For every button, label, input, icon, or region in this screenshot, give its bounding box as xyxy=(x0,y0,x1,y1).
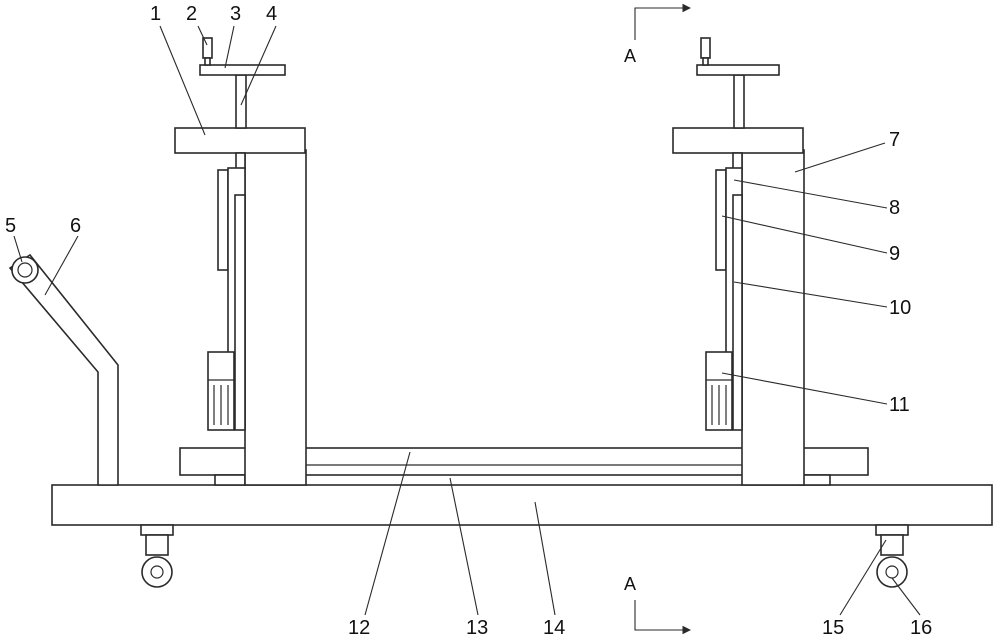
label-8: 8 xyxy=(889,197,900,219)
left-wheel-knob xyxy=(202,37,213,59)
section-mark-top: A xyxy=(624,3,692,66)
chassis xyxy=(51,447,993,526)
right-column xyxy=(672,37,805,486)
section-mark-bottom: A xyxy=(624,574,692,635)
label-3: 3 xyxy=(230,3,241,25)
left-column xyxy=(174,37,307,486)
label-13: 13 xyxy=(466,617,488,639)
caster-right xyxy=(875,524,909,588)
label-16: 16 xyxy=(910,617,932,639)
label-9: 9 xyxy=(889,243,900,265)
label-7: 7 xyxy=(889,129,900,151)
left-handwheel xyxy=(199,64,286,76)
label-6: 6 xyxy=(70,215,81,237)
label-11: 11 xyxy=(889,394,910,416)
left-screw-rod xyxy=(235,74,247,129)
right-top-plate xyxy=(672,127,804,154)
label-12: 12 xyxy=(348,617,370,639)
base-plate xyxy=(51,484,993,526)
caster-left xyxy=(140,524,174,588)
right-handwheel xyxy=(696,64,780,76)
section-label-bottom: A xyxy=(624,574,636,594)
left-guide-plate xyxy=(217,169,229,271)
right-screw-rod xyxy=(733,74,745,129)
push-handle xyxy=(8,253,119,486)
label-2: 2 xyxy=(186,3,197,25)
handle-grip xyxy=(11,256,39,284)
section-label-top: A xyxy=(624,46,636,66)
label-1: 1 xyxy=(150,3,161,25)
left-top-plate xyxy=(174,127,306,154)
right-wheel-knob xyxy=(700,37,711,59)
label-5: 5 xyxy=(5,215,16,237)
right-column-post xyxy=(741,149,805,486)
right-guide-plate xyxy=(715,169,727,271)
label-10: 10 xyxy=(889,297,911,319)
part-labels: 1 2 3 4 5 6 7 8 9 10 11 12 13 14 15 16 xyxy=(5,3,932,639)
leader-lines xyxy=(13,25,921,616)
rail-foot-left xyxy=(214,474,246,486)
label-4: 4 xyxy=(266,3,277,25)
label-15: 15 xyxy=(822,617,844,639)
label-14: 14 xyxy=(543,617,565,639)
left-column-post xyxy=(244,149,307,486)
